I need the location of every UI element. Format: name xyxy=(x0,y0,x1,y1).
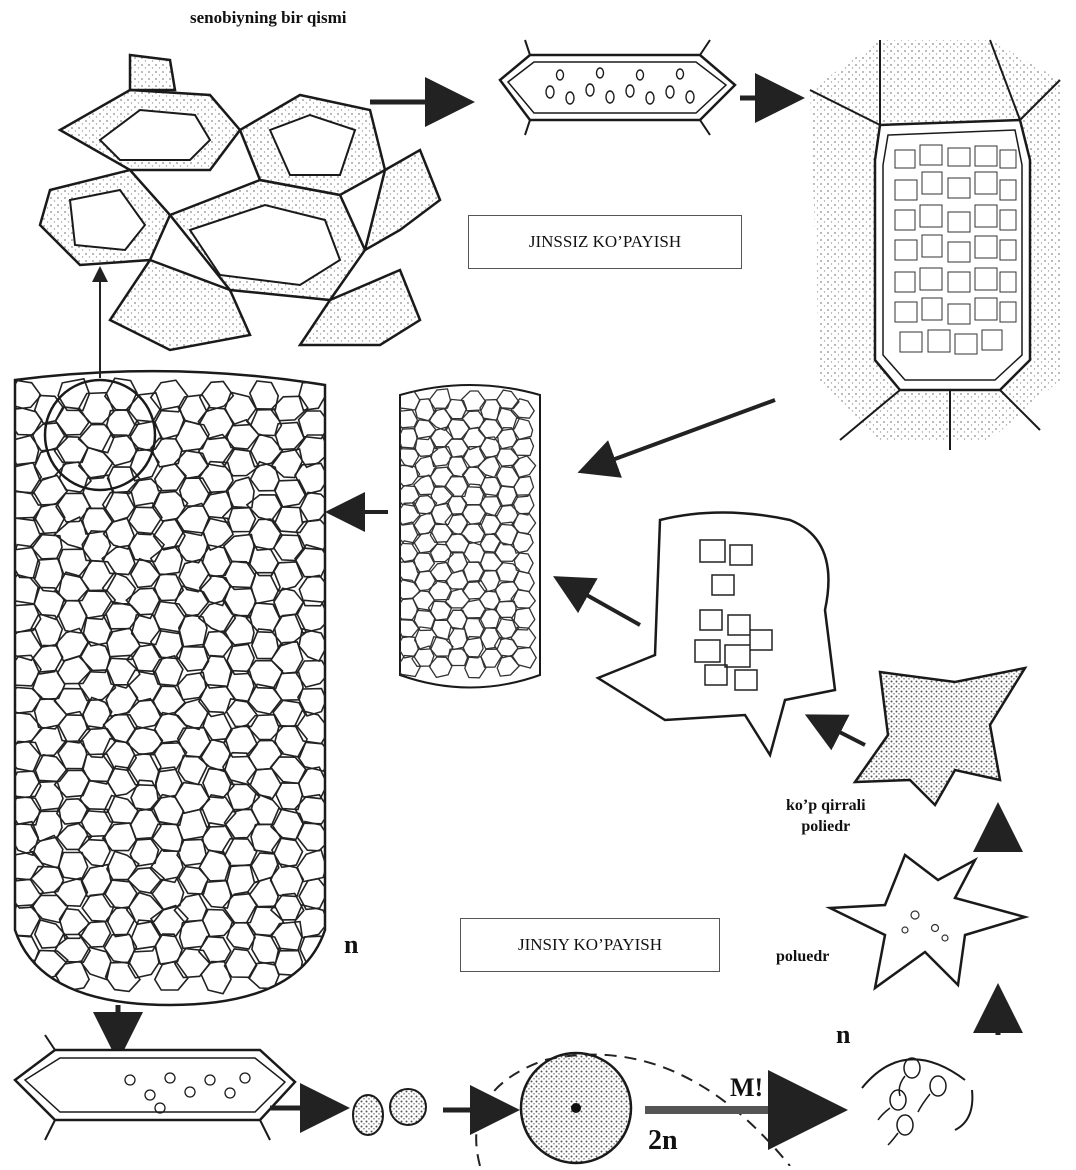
ploidy-n-right: n xyxy=(836,1020,850,1050)
zoospores-figure xyxy=(862,1058,972,1145)
meiosis-mark: M! xyxy=(730,1073,763,1103)
arrow-5 xyxy=(560,580,640,625)
asexual-reproduction-box: JINSSIZ KO’PAYISH xyxy=(468,215,742,269)
young-coenobium-figure xyxy=(395,385,540,688)
germinating-polyhedron-figure xyxy=(598,513,835,756)
polyedr-figure xyxy=(830,855,1025,988)
net-cell xyxy=(7,965,44,994)
ploidy-n-left: n xyxy=(344,930,358,960)
coenobium-figure xyxy=(6,371,332,1005)
arrow-6 xyxy=(812,718,865,745)
polyhedron-label: ko’p qirrali poliedr xyxy=(786,795,866,837)
polyhedron-label-line2: poliedr xyxy=(786,816,866,837)
ploidy-2n: 2n xyxy=(648,1125,678,1157)
sexual-reproduction-label: JINSIY KO’PAYISH xyxy=(518,935,662,955)
daughter-net-cell-figure xyxy=(810,40,1060,450)
gamete-cell-figure xyxy=(15,1035,295,1140)
polyhedron-figure xyxy=(855,668,1025,805)
asexual-reproduction-label: JINSSIZ KO’PAYISH xyxy=(529,232,681,252)
top-caption: senobiyning bir qismi xyxy=(190,8,347,28)
zoospore-cell-figure xyxy=(500,40,735,135)
gamete-fusion-figure xyxy=(353,1089,426,1135)
arrow-3 xyxy=(585,400,775,470)
polyhedron-label-line1: ko’p qirrali xyxy=(786,795,866,816)
sexual-reproduction-box: JINSIY KO’PAYISH xyxy=(460,918,720,972)
polyedr-label: poluedr xyxy=(776,948,829,966)
